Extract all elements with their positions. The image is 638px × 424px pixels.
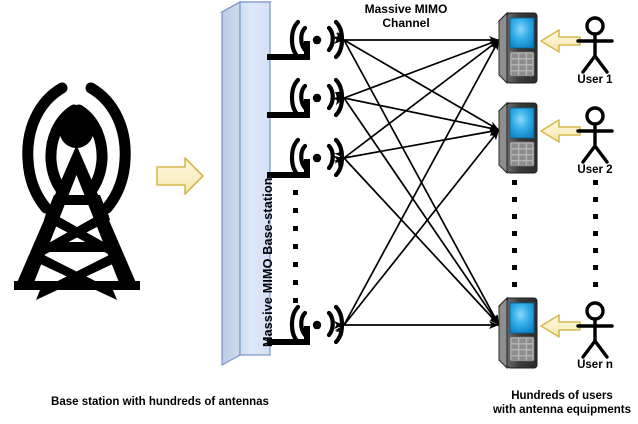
antenna-array bbox=[267, 19, 345, 345]
ellipsis-dot bbox=[512, 265, 517, 270]
channel-title: Massive MIMO Channel bbox=[337, 2, 475, 30]
ellipsis-dot bbox=[293, 262, 298, 267]
channel-links bbox=[333, 29, 500, 336]
user-label-2: User 2 bbox=[577, 164, 613, 176]
caption-users-line-2: with antenna equipments bbox=[492, 403, 631, 416]
base-station-box bbox=[219, 0, 273, 367]
antenna-3 bbox=[267, 137, 345, 178]
ellipsis-dot bbox=[512, 214, 517, 219]
antenna-2 bbox=[267, 77, 345, 118]
ellipsis-dot bbox=[293, 208, 298, 213]
ellipsis-dot bbox=[593, 282, 598, 287]
user-label-n: User n bbox=[577, 359, 613, 371]
stick-figure-icon bbox=[576, 16, 614, 74]
channel-title-line-2: Channel bbox=[382, 16, 430, 31]
stick-figure-icon bbox=[576, 106, 614, 164]
stick-figure-icon bbox=[576, 301, 614, 359]
antenna-1 bbox=[267, 19, 345, 60]
mobile-phone-icon bbox=[497, 11, 538, 85]
ellipsis-dot bbox=[593, 248, 598, 253]
antenna-n bbox=[267, 304, 345, 345]
ellipsis-dot bbox=[593, 180, 598, 185]
mobile-phone-icon bbox=[497, 101, 538, 175]
ellipsis-dot bbox=[593, 197, 598, 202]
link-a3-u2 bbox=[333, 127, 500, 164]
caption-users: Hundreds of users with antenna equipment… bbox=[486, 390, 638, 417]
ellipsis-dot bbox=[593, 231, 598, 236]
ellipsis-dot bbox=[512, 248, 517, 253]
ellipsis-dot bbox=[593, 265, 598, 270]
link-an-u2 bbox=[334, 129, 500, 336]
ellipsis-dot bbox=[293, 244, 298, 249]
ellipsis-dot bbox=[293, 190, 298, 195]
ellipsis-dot bbox=[293, 280, 298, 285]
user-label-1: User 1 bbox=[577, 74, 613, 86]
caption-users-line-1: Hundreds of users bbox=[511, 390, 613, 402]
ellipsis-dot bbox=[512, 180, 517, 185]
ellipsis-dot bbox=[512, 282, 517, 287]
left-arrow-icon bbox=[540, 29, 581, 53]
link-a1-u2 bbox=[333, 31, 500, 131]
ellipsis-dot bbox=[293, 226, 298, 231]
cell-tower-icon bbox=[14, 82, 140, 300]
left-arrow-icon bbox=[540, 314, 581, 338]
link-a2-u1 bbox=[333, 39, 500, 106]
link-a3-u1 bbox=[333, 39, 500, 168]
ellipsis-dot bbox=[593, 214, 598, 219]
left-arrow-icon bbox=[540, 119, 581, 143]
ellipsis-dot bbox=[512, 197, 517, 202]
base-station-label: Massive MIMO Base-station bbox=[261, 177, 275, 347]
right-arrow-icon bbox=[156, 157, 204, 195]
channel-title-line-1: Massive MIMO bbox=[364, 2, 448, 16]
mobile-phone-icon bbox=[497, 296, 538, 370]
caption-base-station: Base station with hundreds of antennas bbox=[51, 396, 269, 408]
ellipsis-dot bbox=[293, 298, 298, 303]
link-a2-un bbox=[335, 87, 500, 326]
link-a2-u2 bbox=[333, 92, 500, 132]
ellipsis-dot bbox=[512, 231, 517, 236]
